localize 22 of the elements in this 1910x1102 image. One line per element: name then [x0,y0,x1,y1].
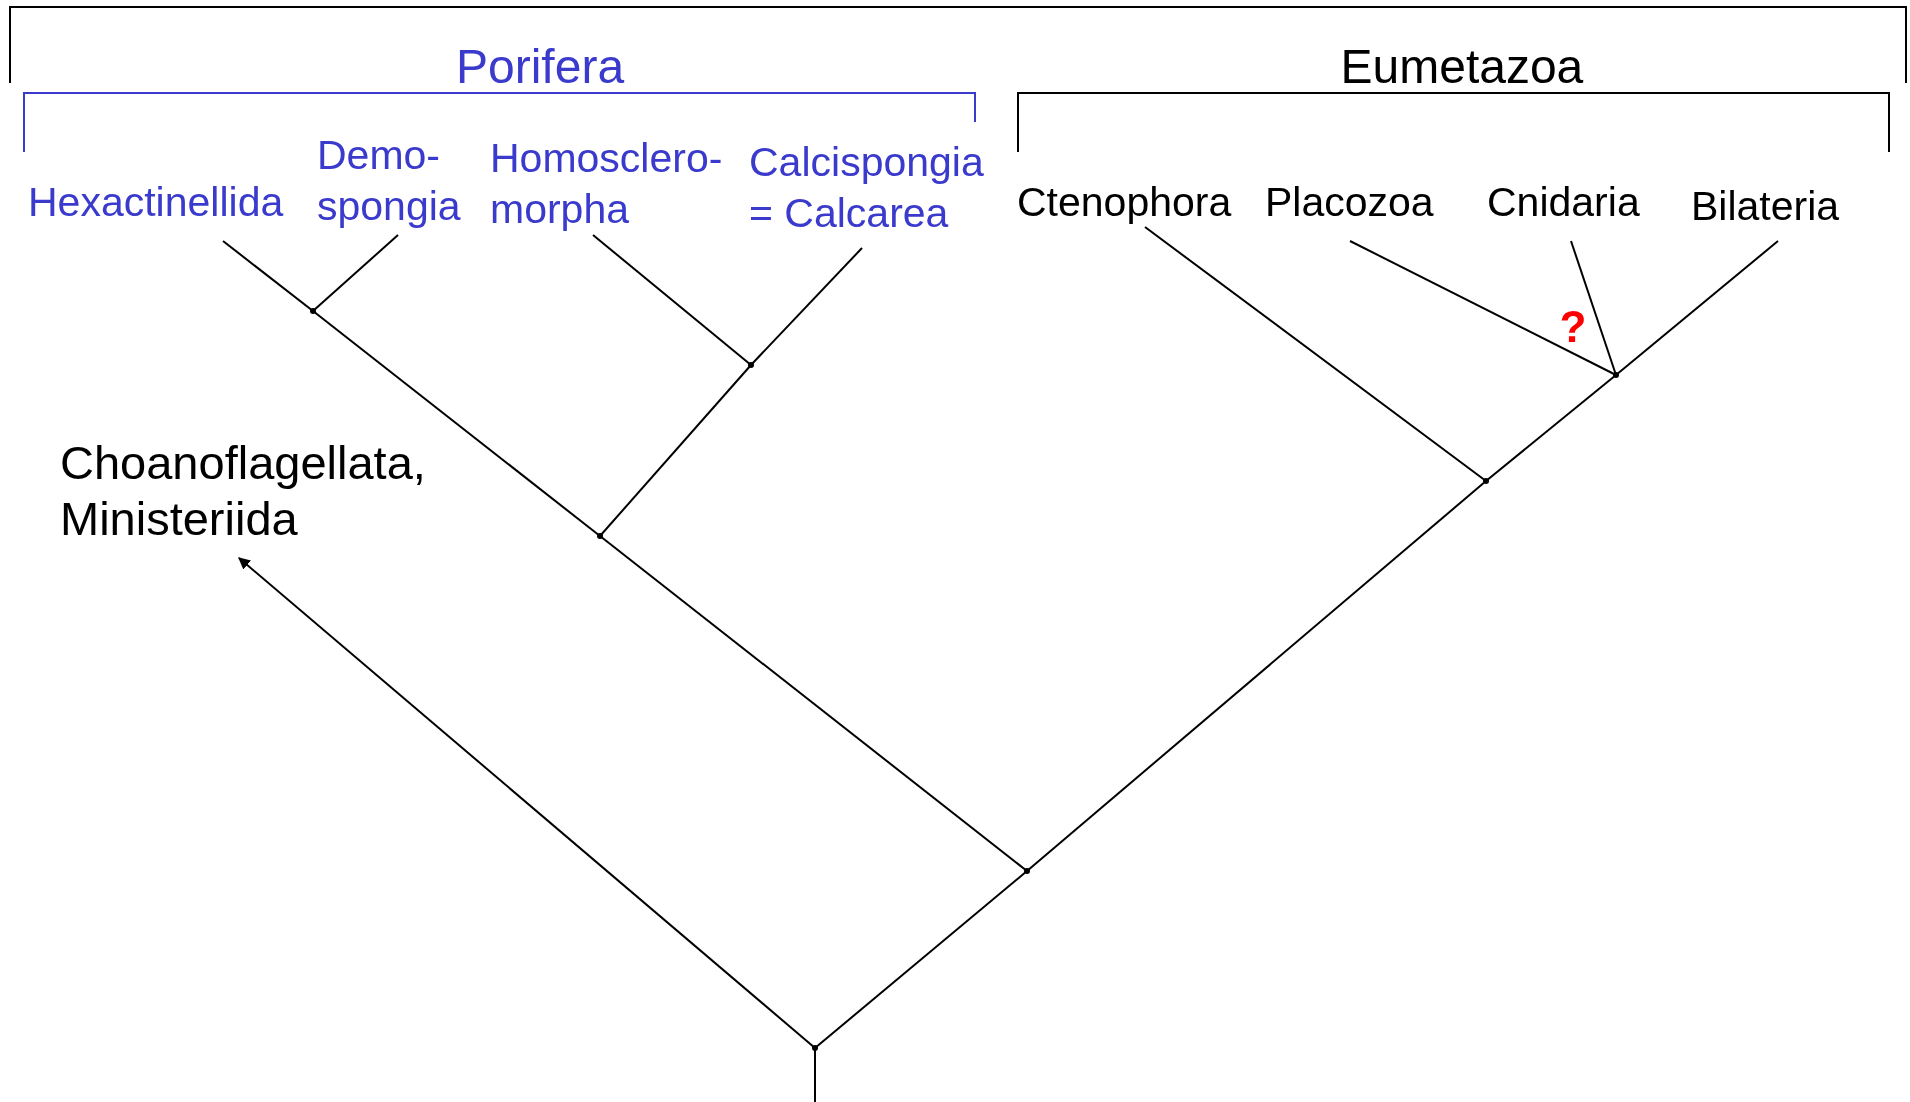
clade-label: Eumetazoa [1340,40,1584,94]
taxon-label: Bilateria [1691,181,1840,232]
taxon-label: Demo- spongia [317,130,467,232]
branch-point [1483,478,1489,484]
branch-point [748,362,754,368]
taxon-label: Calcispongia = Calcarea [749,137,999,239]
taxon-label: Ctenophora [1017,177,1232,228]
taxon-label: Cnidaria [1487,177,1640,228]
branch-point [597,533,603,539]
uncertainty-mark: ? [1559,303,1587,352]
branch-point [812,1045,818,1051]
branch-point [1613,372,1619,378]
branch-point [1024,868,1030,874]
branch-point [310,308,316,314]
taxon-label: Hexactinellida [28,177,284,228]
taxon-label: Homosclero- morpha [490,133,730,235]
branch-line [750,247,863,366]
clade-label: Porifera [456,40,625,94]
taxon-label: Choanoflagellata, Ministeriida [60,435,450,547]
branch-line [312,234,399,312]
branch-line [599,364,752,537]
taxon-label: Placozoa [1265,177,1434,228]
